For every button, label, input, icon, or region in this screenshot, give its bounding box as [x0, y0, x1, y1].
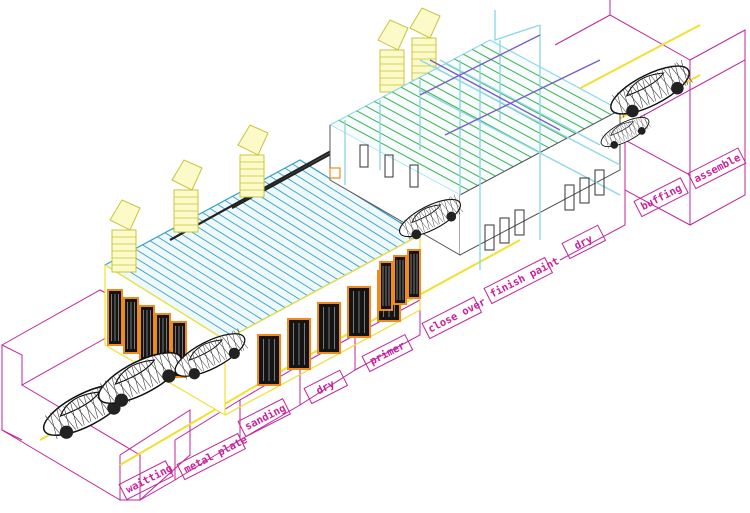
exhaust-ducts [109, 7, 441, 273]
label-dry-2: dry [572, 233, 595, 253]
label-finish-paint: finish paint [488, 255, 561, 300]
label-buffing: buffing [639, 182, 684, 213]
left-booth-walls [104, 233, 421, 417]
label-close-over: close over [426, 296, 488, 335]
zone-outlines [0, 0, 746, 501]
cars [42, 59, 693, 440]
label-metal-plate: metal plate [182, 434, 249, 476]
label-sanding: sanding [243, 402, 288, 433]
label-dry-1: dry [314, 378, 337, 398]
